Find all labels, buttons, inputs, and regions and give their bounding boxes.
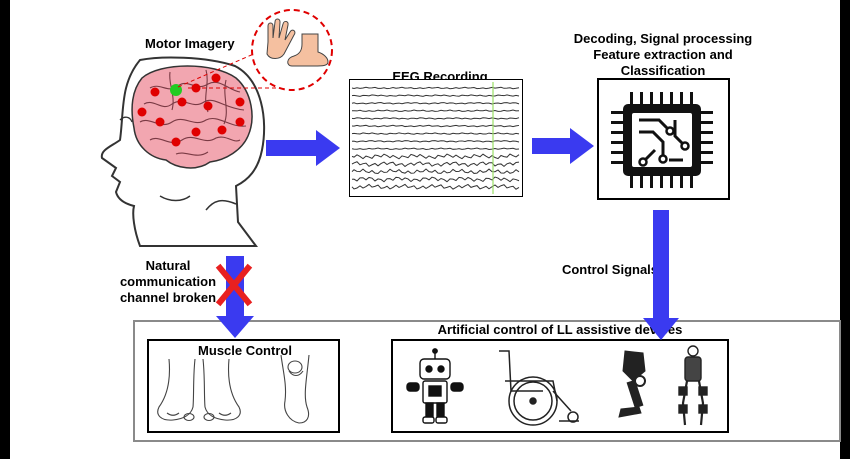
electrode-dot <box>203 101 213 111</box>
wheelchair-icon <box>499 350 579 426</box>
electrode-dot <box>217 125 227 135</box>
electrode-dot <box>137 107 147 117</box>
motor-imagery-label: Motor Imagery <box>145 36 235 51</box>
robot-icon <box>406 348 464 424</box>
broken-channel-cross-icon <box>215 263 253 307</box>
eeg-recording-box <box>349 79 523 197</box>
electrode-dot <box>155 117 165 127</box>
eeg-trace <box>351 183 520 190</box>
electrode-dot <box>235 97 245 107</box>
hand-icon <box>266 18 296 59</box>
artificial-control-label: Artificial control of LL assistive devic… <box>437 322 683 337</box>
arrow-decoding-to-devices <box>643 210 679 340</box>
eeg-trace <box>351 94 520 97</box>
eeg-trace <box>351 168 520 175</box>
prosthetic-leg-icon <box>618 350 646 418</box>
arrow-head-to-eeg <box>266 130 340 166</box>
leg-icon <box>280 354 310 424</box>
electrode-dot <box>171 137 181 147</box>
eeg-trace <box>351 153 520 160</box>
electrode-dot <box>211 73 221 83</box>
eeg-trace <box>351 147 520 150</box>
eeg-traces <box>351 82 520 194</box>
decoding-box <box>597 78 730 200</box>
eeg-trace <box>351 161 520 168</box>
muscle-control-box <box>147 339 340 433</box>
electrode-dot <box>150 87 160 97</box>
chip-icon <box>611 92 713 188</box>
eeg-trace <box>351 117 520 120</box>
eeg-trace <box>351 132 520 135</box>
electrode-dot <box>235 117 245 127</box>
assistive-devices-box <box>391 339 729 433</box>
arrow-eeg-to-decoding <box>532 128 594 164</box>
feet-icon <box>157 358 241 422</box>
assistive-devices-illustrations <box>406 345 708 426</box>
arrow-head-to-muscle <box>216 256 254 338</box>
electrode-dot <box>191 127 201 137</box>
eeg-trace <box>351 102 520 105</box>
eeg-trace <box>351 124 520 128</box>
flow-arrows <box>216 128 679 340</box>
exoskeleton-icon <box>678 345 708 426</box>
motor-imagery-inset <box>177 9 333 91</box>
decoding-label-line1: Decoding, Signal processing <box>573 31 753 46</box>
eeg-trace <box>351 140 520 143</box>
natural-channel-label-line3: channel broken <box>119 290 217 305</box>
natural-channel-label-line1: Natural <box>145 258 191 273</box>
decoding-label-line2: Feature extraction and <box>593 47 733 62</box>
natural-channel-label-line2: communication <box>119 274 217 289</box>
assistive-frame <box>133 320 841 442</box>
decoding-label-line3: Classification <box>620 63 706 78</box>
head-brain-icon <box>100 56 266 247</box>
electrode-dot <box>177 97 187 107</box>
muscle-illustrations <box>157 354 310 424</box>
muscle-control-label: Muscle Control <box>198 343 292 358</box>
eeg-trace <box>351 176 520 183</box>
foot-icon <box>287 33 329 67</box>
control-signals-label: Control Signals <box>561 262 659 277</box>
eeg-trace <box>351 109 520 112</box>
eeg-trace <box>351 86 520 90</box>
